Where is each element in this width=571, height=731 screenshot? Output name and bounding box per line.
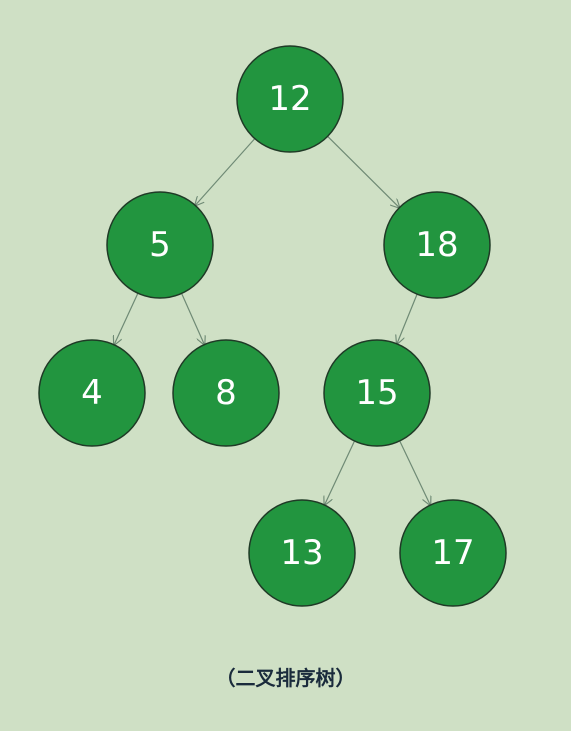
node-label: 4 (81, 373, 103, 413)
edge-n18-to-n15 (397, 293, 418, 344)
node-circle (236, 45, 344, 153)
node-circle (106, 191, 214, 299)
node-circle (323, 339, 431, 447)
diagram-caption: （二叉排序树） (215, 666, 356, 690)
edge-n15-to-n17 (399, 440, 431, 505)
edge-n12-to-n18 (327, 135, 400, 207)
node-circle (248, 499, 356, 607)
tree-node-5: 5 (106, 191, 214, 299)
edge-n12-to-n5 (195, 138, 256, 206)
node-label: 18 (415, 225, 458, 265)
nodes-layer: 12 5 18 4 8 15 13 17 (38, 45, 507, 607)
node-label: 5 (149, 225, 171, 265)
edges-layer (114, 135, 431, 505)
tree-node-12: 12 (236, 45, 344, 153)
node-label: 15 (355, 373, 398, 413)
tree-node-15: 15 (323, 339, 431, 447)
node-label: 12 (268, 79, 311, 119)
node-label: 8 (215, 373, 237, 413)
node-label: 17 (431, 533, 474, 573)
node-circle (172, 339, 280, 447)
node-circle (38, 339, 146, 447)
edge-n5-to-n8 (181, 293, 205, 344)
node-circle (399, 499, 507, 607)
tree-node-17: 17 (399, 499, 507, 607)
node-circle (383, 191, 491, 299)
tree-node-8: 8 (172, 339, 280, 447)
edge-n15-to-n13 (325, 440, 356, 505)
tree-node-18: 18 (383, 191, 491, 299)
edge-n5-to-n4 (114, 292, 139, 345)
tree-node-13: 13 (248, 499, 356, 607)
tree-node-4: 4 (38, 339, 146, 447)
node-label: 13 (280, 533, 323, 573)
